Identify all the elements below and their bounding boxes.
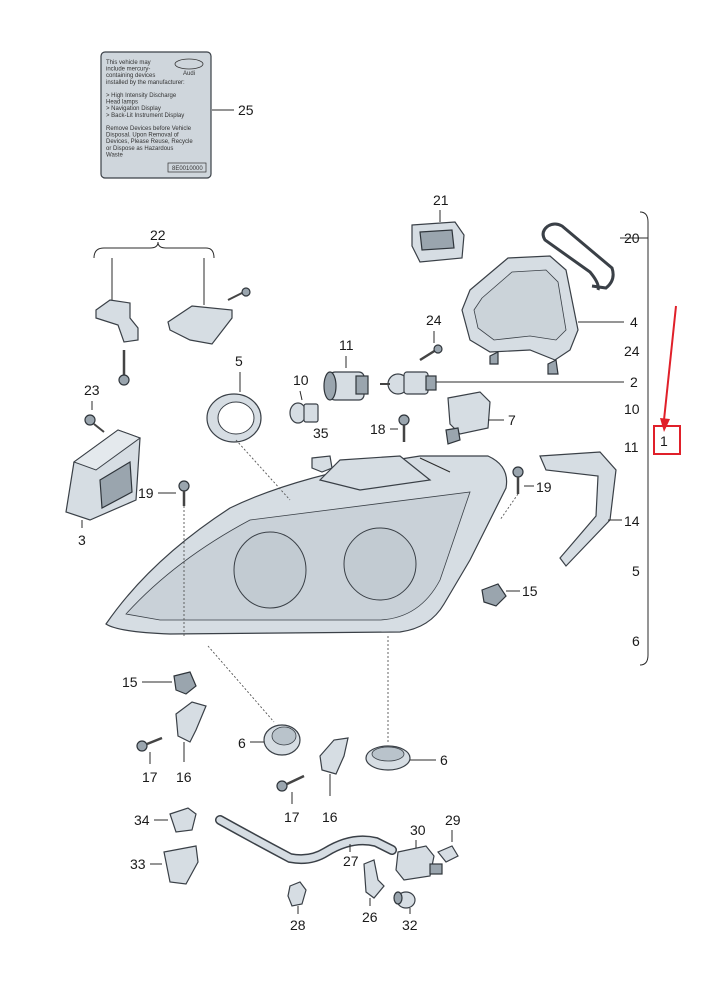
dust-cap-6-right [365, 745, 411, 771]
screw-22-top [227, 287, 251, 301]
screw-24 [419, 344, 443, 362]
bracket-16-left [175, 701, 207, 743]
screw-19-left [178, 480, 190, 506]
callout-15-right[interactable]: 15 [522, 583, 538, 599]
callout-30[interactable]: 30 [410, 822, 426, 838]
bracket-33 [163, 845, 199, 885]
screw-23 [84, 414, 105, 433]
repair-tab-15-right [481, 583, 507, 607]
callout-14[interactable]: 14 [624, 513, 640, 529]
callout-11-right[interactable]: 11 [624, 439, 639, 455]
callout-17-left[interactable]: 17 [142, 769, 158, 785]
bulb-holder-11 [323, 371, 369, 401]
mounting-bracket-left [95, 299, 139, 343]
clip-29 [437, 845, 459, 863]
callout-16-left[interactable]: 16 [176, 769, 192, 785]
callout-10-right[interactable]: 10 [624, 401, 640, 417]
callout-24-right[interactable]: 24 [624, 343, 640, 359]
callout-17-right[interactable]: 17 [284, 809, 300, 825]
actuator-30 [395, 845, 443, 881]
screw-17-right [276, 774, 305, 792]
callout-7[interactable]: 7 [508, 412, 516, 428]
callout-1-highlight[interactable]: 1 [653, 305, 681, 455]
callout-6-left[interactable]: 6 [238, 735, 246, 751]
callout-19-left[interactable]: 19 [138, 485, 154, 501]
sticker-line: > Navigation Display [106, 106, 161, 112]
sensor-26 [363, 859, 385, 899]
callout-20[interactable]: 20 [624, 230, 640, 246]
sticker-code: 8E0010000 [172, 166, 203, 172]
repair-tab-15-left [173, 671, 197, 695]
trim-strip [539, 451, 617, 567]
callout-11[interactable]: 11 [339, 337, 354, 353]
sticker-line: include mercury- [106, 67, 150, 73]
callout-1[interactable]: 1 [660, 433, 668, 449]
screw-19-right [512, 466, 524, 494]
clip-34 [169, 807, 197, 833]
sticker-brand: Audi [183, 71, 195, 77]
screw-17-left [136, 736, 163, 752]
callout-16-right[interactable]: 16 [322, 809, 338, 825]
bracket-16-right [319, 737, 349, 775]
callout-23[interactable]: 23 [84, 382, 100, 398]
callout-15-left[interactable]: 15 [122, 674, 138, 690]
callout-19-right[interactable]: 19 [536, 479, 552, 495]
plug-cap-35 [311, 455, 333, 473]
sticker-line: Remove Devices before Vehicle [106, 126, 192, 132]
retaining-clip [541, 222, 615, 291]
cover-seal [461, 255, 579, 375]
bulb-10 [289, 402, 319, 424]
sticker-line: Waste [106, 152, 123, 158]
callout-27[interactable]: 27 [343, 853, 359, 869]
callout-22[interactable]: 22 [150, 227, 166, 243]
callout-29[interactable]: 29 [445, 812, 461, 828]
screw-22-bottom [118, 350, 130, 386]
callout-10[interactable]: 10 [293, 372, 309, 388]
sticker-line: containing devices [106, 73, 155, 79]
callout-4[interactable]: 4 [630, 314, 638, 330]
hose-27 [215, 815, 397, 865]
sticker-line: Devices, Please Reuse, Recycle [106, 139, 193, 145]
clip-28 [287, 881, 307, 907]
electrical-connector [411, 221, 465, 263]
screw-18 [398, 414, 410, 442]
callout-25[interactable]: 25 [238, 102, 254, 118]
callout-6-right[interactable]: 6 [632, 633, 640, 649]
callout-32[interactable]: 32 [402, 917, 418, 933]
cap-ring-5 [206, 393, 262, 443]
callout-5[interactable]: 5 [235, 353, 243, 369]
sticker-line: Head lamps [106, 100, 138, 106]
callout-3[interactable]: 3 [78, 532, 86, 548]
callout-18[interactable]: 18 [370, 421, 386, 437]
callout-6-bottom[interactable]: 6 [440, 752, 448, 768]
sticker-line: installed by the manufacturer: [106, 80, 185, 86]
callout-28[interactable]: 28 [290, 917, 306, 933]
sticker-line: This vehicle may [106, 60, 151, 66]
callout-35[interactable]: 35 [313, 425, 329, 441]
grommet-32 [393, 891, 416, 909]
sticker-line: Disposal. Upon Removal of [106, 133, 179, 139]
xenon-bulb [380, 371, 437, 395]
callout-33[interactable]: 33 [130, 856, 146, 872]
control-module [65, 429, 142, 521]
callout-21[interactable]: 21 [433, 192, 449, 208]
headlight-housing [105, 455, 508, 635]
sticker-line: > High Intensity Discharge [106, 93, 177, 99]
sticker-line: > Back-Lit Instrument Display [106, 113, 184, 119]
callout-2[interactable]: 2 [630, 374, 638, 390]
mounting-bracket-right [167, 305, 233, 345]
callout-26[interactable]: 26 [362, 909, 378, 925]
sticker-line: or Dispose as Hazardous [106, 146, 173, 152]
ballast-igniter [445, 391, 491, 445]
callout-5-right[interactable]: 5 [632, 563, 640, 579]
callout-34[interactable]: 34 [134, 812, 150, 828]
callout-24[interactable]: 24 [426, 312, 442, 328]
dust-cap-6-left [263, 724, 301, 756]
